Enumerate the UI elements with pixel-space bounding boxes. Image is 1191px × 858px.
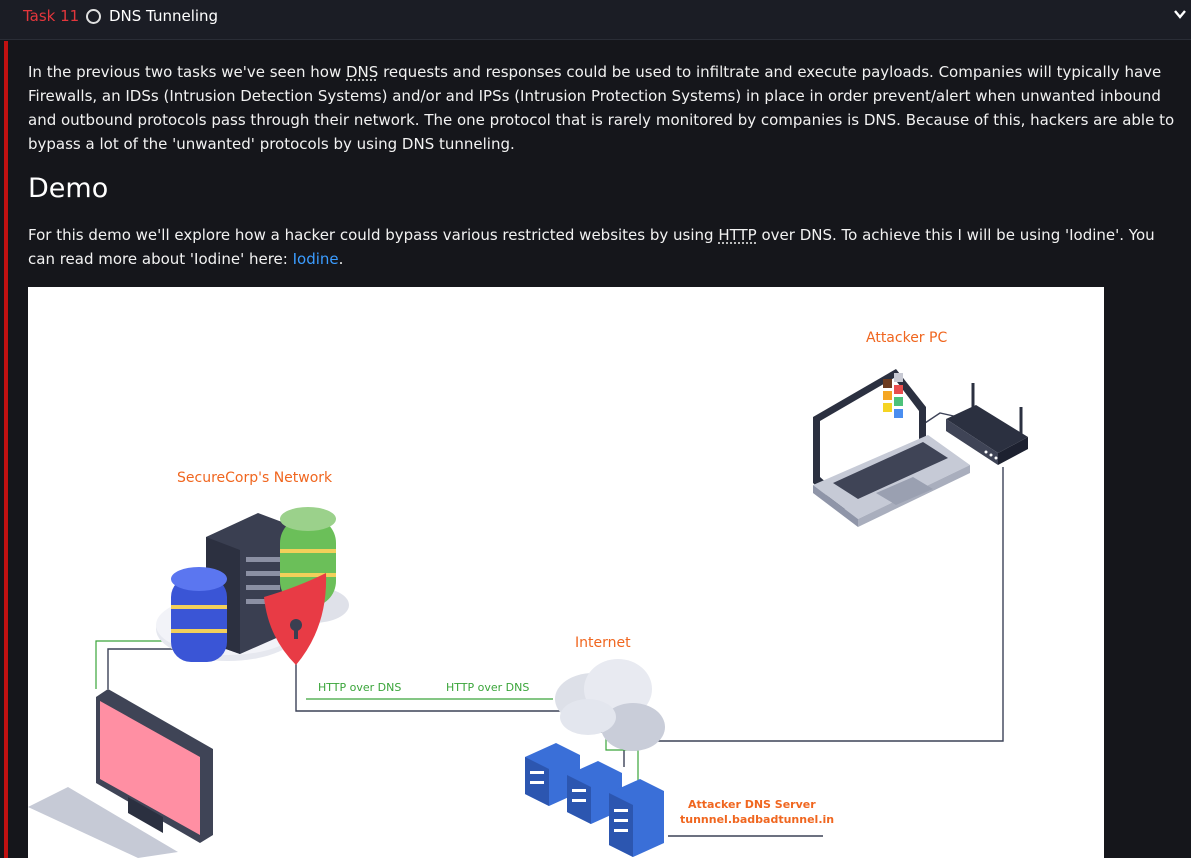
demo-text-3: . (338, 250, 344, 268)
router-icon (946, 383, 1028, 465)
demo-text-1: For this demo we'll explore how a hacker… (28, 226, 719, 244)
workstation-icon (28, 689, 213, 858)
http-over-dns-label-1: HTTP over DNS (318, 681, 401, 694)
internet-label: Internet (575, 635, 631, 651)
demo-paragraph: For this demo we'll explore how a hacker… (28, 223, 1178, 271)
dns-abbreviation[interactable]: DNS (346, 63, 379, 81)
attacker-dns-servers-icon (525, 743, 664, 857)
attacker-dns-host-label: tunnnel.badbadtunnel.in (680, 813, 834, 826)
dns-tunneling-diagram: Attacker PC SecureCorp's Network Interne… (28, 287, 1104, 858)
intro-text-2: requests and responses could be used to … (28, 63, 1175, 153)
intro-paragraph: In the previous two tasks we've seen how… (28, 60, 1188, 156)
attacker-pc-label: Attacker PC (866, 330, 947, 346)
attacker-laptop-icon (813, 369, 970, 527)
securecorp-network-label: SecureCorp's Network (177, 470, 333, 486)
task-status-circle-icon[interactable] (86, 9, 101, 24)
task-content: In the previous two tasks we've seen how… (28, 60, 1188, 156)
task-number: Task 11 (23, 7, 80, 25)
task-accent-bar (4, 41, 8, 858)
http-over-dns-label-2: HTTP over DNS (446, 681, 529, 694)
securecorp-servers-icon (156, 507, 349, 665)
intro-text-1: In the previous two tasks we've seen how (28, 63, 346, 81)
task-title: DNS Tunneling (109, 7, 219, 25)
iodine-link[interactable]: Iodine (292, 250, 339, 268)
http-abbreviation[interactable]: HTTP (718, 226, 757, 244)
demo-text-2: over DNS. To achieve this I will be usin… (28, 226, 1155, 268)
attacker-dns-server-label: Attacker DNS Server (688, 798, 816, 811)
internet-cloud-icon (555, 659, 665, 751)
demo-heading: Demo (28, 173, 109, 204)
chevron-down-icon[interactable] (1173, 8, 1187, 20)
task-header[interactable]: Task 11 DNS Tunneling (0, 0, 1191, 40)
